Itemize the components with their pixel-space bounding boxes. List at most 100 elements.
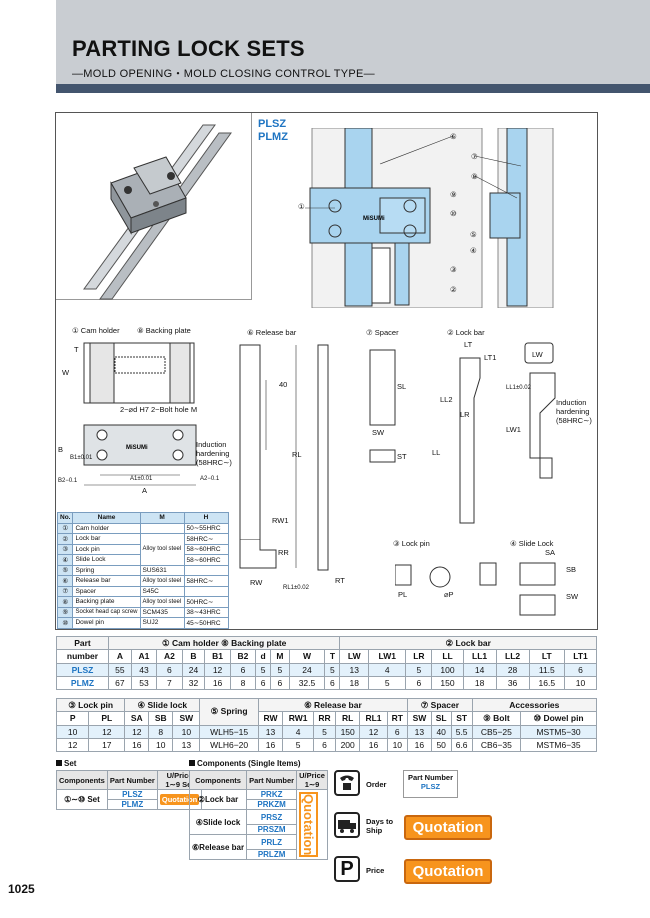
mt-h-h: H bbox=[183, 512, 229, 524]
part-number-box: Part Number PLSZ bbox=[403, 770, 458, 798]
svg-text:MiSUMi: MiSUMi bbox=[363, 216, 385, 222]
callout-3: ③ bbox=[450, 265, 457, 274]
dim-pl: PL bbox=[398, 590, 408, 599]
ship-label: Days to Ship bbox=[366, 817, 394, 835]
dim-ll: LL bbox=[432, 448, 441, 457]
dim-rt: RT bbox=[335, 576, 345, 585]
set-pn-plsz[interactable]: PLSZ bbox=[106, 789, 158, 800]
pn-prlz[interactable]: PRLZ bbox=[246, 834, 298, 851]
lock-bar-drawing bbox=[459, 342, 556, 524]
mt-h-m: M bbox=[139, 512, 185, 524]
mt-h-no: No. bbox=[56, 512, 74, 524]
dim-a2: A2−0.1 bbox=[200, 476, 220, 482]
dim-ll2: LL2 bbox=[440, 395, 453, 404]
label-slide-lock: ④ Slide Lock bbox=[510, 539, 554, 548]
dim-b: B bbox=[58, 445, 64, 454]
components-quotation: Quotation bbox=[299, 792, 319, 858]
pn-prkzm[interactable]: PRKZM bbox=[246, 799, 298, 810]
pn-prsz[interactable]: PRSZ bbox=[246, 808, 298, 826]
callout-9: ⑨ bbox=[450, 190, 457, 199]
label-spacer: ⑦ Spacer bbox=[366, 328, 399, 337]
days-to-ship-quotation: Quotation bbox=[404, 815, 492, 840]
dim-phi-p: ⌀P bbox=[444, 590, 454, 599]
lock-pin-drawing bbox=[395, 562, 556, 616]
dim-a: A bbox=[142, 486, 148, 495]
callout-2: ② bbox=[450, 285, 457, 294]
label-release-bar: ⑥ Release bar bbox=[247, 328, 297, 337]
page-number: 1025 bbox=[8, 882, 35, 896]
set-heading: Set bbox=[56, 759, 76, 768]
set-quotation: Quotation bbox=[159, 794, 200, 805]
price-label: Price bbox=[366, 866, 385, 875]
order-label: Order bbox=[366, 780, 387, 789]
dimension-table-2: ③ Lock pin ④ Slide lock ⑤ Spring ⑥ Relea… bbox=[55, 697, 598, 753]
dim-40: 40 bbox=[279, 380, 288, 389]
label-induction-cam: Induction hardening (58HRC∼) bbox=[196, 440, 232, 467]
dim-rw1: RW1 bbox=[272, 516, 289, 525]
dim-rl1: RL1±0.02 bbox=[283, 585, 309, 591]
callout-5: ⑤ bbox=[470, 230, 477, 239]
pn-prszm[interactable]: PRSZM bbox=[246, 824, 298, 836]
header-stripe bbox=[56, 84, 650, 93]
spacer-drawing bbox=[369, 349, 396, 463]
dim-rr: RR bbox=[278, 548, 289, 557]
pn-prlzm[interactable]: PRLZM bbox=[246, 849, 298, 861]
callout-1: ① bbox=[298, 202, 305, 211]
mt-h-name: Name bbox=[72, 512, 141, 524]
price-quotation: Quotation bbox=[404, 859, 492, 884]
dim-rw: RW bbox=[250, 578, 263, 587]
dim-b1: B1±0.01 bbox=[70, 455, 93, 461]
dim-lw1: LW1 bbox=[506, 425, 521, 434]
page-title: PARTING LOCK SETS bbox=[72, 36, 305, 61]
dimension-table-1: Part ① Cam holder ⑧ Backing plate ② Lock… bbox=[56, 635, 597, 691]
header-band bbox=[56, 0, 650, 84]
dt1-group1: ① Cam holder ⑧ Backing plate bbox=[107, 635, 341, 651]
dim-lr: LR bbox=[460, 410, 470, 419]
dim-w: W bbox=[62, 368, 70, 377]
label-backing-plate: ⑧ Backing plate bbox=[137, 326, 191, 335]
callout-10: ⑩ bbox=[450, 209, 457, 218]
callout-4: ④ bbox=[470, 246, 477, 255]
pn-prkz[interactable]: PRKZ bbox=[246, 789, 298, 800]
set-pn-plmz[interactable]: PLMZ bbox=[106, 799, 158, 810]
dim-lt: LT bbox=[464, 340, 473, 349]
dim-a1: A1±0.01 bbox=[130, 476, 153, 482]
dt1-group2: ② Lock bar bbox=[339, 635, 597, 651]
product-photo bbox=[56, 113, 252, 300]
page-subtitle: —MOLD OPENING・MOLD CLOSING CONTROL TYPE— bbox=[72, 68, 375, 80]
components-heading: Components (Single Items) bbox=[189, 759, 301, 768]
drawing-frame bbox=[55, 112, 598, 630]
dim-slw: SW bbox=[566, 592, 579, 601]
price-icon: P bbox=[334, 856, 360, 882]
release-bar-drawing bbox=[239, 344, 329, 571]
dim-rl: RL bbox=[292, 450, 302, 459]
cam-holder-drawing: MiSUMi bbox=[83, 342, 197, 486]
phone-icon bbox=[334, 770, 360, 796]
truck-icon bbox=[334, 812, 360, 838]
dim-b2: B2−0.1 bbox=[58, 478, 78, 484]
dim-sa: SA bbox=[545, 548, 556, 557]
assembly-drawing: MiSUMi bbox=[305, 128, 554, 308]
dim-lw: LW bbox=[532, 350, 543, 359]
dt1-number: number bbox=[56, 649, 109, 664]
dim-sl: SL bbox=[397, 382, 407, 391]
code-plmz: PLMZ bbox=[258, 131, 288, 143]
dim-ll1: LL1±0.02 bbox=[506, 385, 531, 391]
dt1-part: Part bbox=[56, 635, 109, 651]
dim-sw: SW bbox=[372, 428, 385, 437]
label-bolt-hole: 2−⌀d H7 2−Bolt hole M bbox=[120, 405, 198, 414]
